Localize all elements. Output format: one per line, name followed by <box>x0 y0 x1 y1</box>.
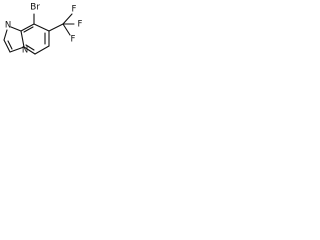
atom-label-fluorine-bottom: F <box>71 35 76 45</box>
bond-cf3-f-top <box>62 13 73 25</box>
double-bond-c5-n4 <box>25 44 35 51</box>
bond-cf3-f-bottom <box>62 23 71 36</box>
bond-n4-c8a <box>20 30 25 48</box>
atom-label-fluorine-top: F <box>72 5 77 15</box>
bond-n1-c2 <box>3 29 8 41</box>
atom-label-nitrogen-top: N <box>5 21 11 31</box>
bond-c6-c5 <box>34 45 50 55</box>
bond-c8-c7 <box>33 23 50 32</box>
atom-label-bromine: Br <box>30 3 40 13</box>
atom-label-nitrogen-bridge: N <box>22 46 28 56</box>
bond-c3-n4 <box>9 46 25 53</box>
bond-c8a-c8 <box>20 23 35 32</box>
bond-c5-n4 <box>23 46 36 55</box>
bond-c6-cf3 <box>48 23 64 32</box>
double-bond-c2-c3 <box>7 40 13 50</box>
bond-c2-c3 <box>3 39 11 53</box>
atom-label-fluorine-right: F <box>78 20 83 30</box>
double-bond-c8a-c8 <box>23 26 34 33</box>
molecule-structure-diagram: Br N N F F F <box>3 3 83 56</box>
bond-c8a-n1 <box>10 26 22 32</box>
